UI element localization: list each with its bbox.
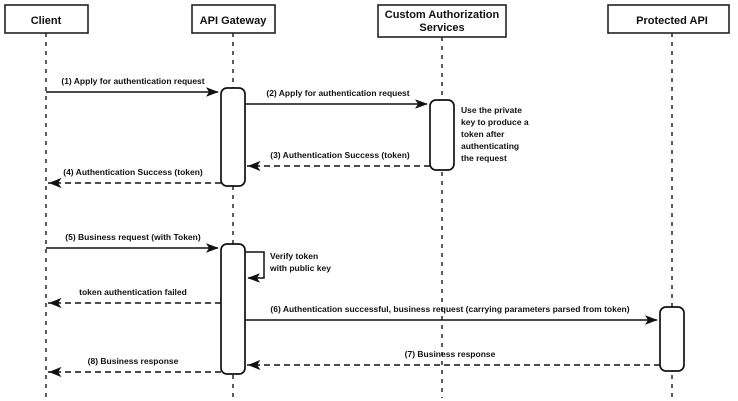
lifelines-group xyxy=(45,33,673,398)
actor-custom-authorization-services[interactable]: Custom Authorization Services xyxy=(377,4,507,38)
message-1-label: (1) Apply for authentication request xyxy=(61,76,204,86)
message-2-apply-for-authentication-request[interactable]: (2) Apply for authentication request xyxy=(245,88,428,109)
message-token-authentication-failed-label: token authentication failed xyxy=(79,287,187,297)
activation-custom-authorization-services[interactable] xyxy=(429,99,455,171)
actor-label-custom-authorization-services-line2: Services xyxy=(419,22,464,34)
message-token-authentication-failed[interactable]: token authentication failed xyxy=(48,287,221,309)
actor-protected-api[interactable]: Protected API xyxy=(607,4,730,34)
note-private-key-line4: authenticating xyxy=(461,141,519,151)
self-message-verify-token-line1: Verify token xyxy=(270,251,318,261)
message-8-label: (8) Business response xyxy=(88,356,179,366)
actor-box-client[interactable] xyxy=(4,4,89,34)
message-7-label: (7) Business response xyxy=(405,349,496,359)
actor-client[interactable]: Client xyxy=(4,4,89,34)
note-private-key-line3: token after xyxy=(461,129,505,139)
message-2-label: (2) Apply for authentication request xyxy=(266,88,409,98)
self-message-verify-token-loop xyxy=(245,251,265,283)
message-7-business-response[interactable]: (7) Business response xyxy=(247,349,660,371)
message-6-label: (6) Authentication successful, business … xyxy=(270,304,629,314)
note-private-key-line2: key to produce a xyxy=(461,117,529,127)
message-4-label: (4) Authentication Success (token) xyxy=(63,167,203,177)
message-1-apply-for-authentication-request[interactable]: (1) Apply for authentication request xyxy=(46,76,219,97)
activation-api-gateway-business[interactable] xyxy=(220,243,246,375)
actor-box-api-gateway[interactable] xyxy=(191,4,276,34)
message-3-label: (3) Authentication Success (token) xyxy=(270,150,410,160)
message-6-authentication-successful-business-request[interactable]: (6) Authentication successful, business … xyxy=(245,304,658,325)
message-4-authentication-success-token[interactable]: (4) Authentication Success (token) xyxy=(48,167,221,189)
message-3-authentication-success-token[interactable]: (3) Authentication Success (token) xyxy=(247,150,430,172)
activation-bars-group xyxy=(220,87,685,375)
actor-label-protected-api: Protected API xyxy=(636,15,708,27)
message-8-business-response[interactable]: (8) Business response xyxy=(48,356,221,378)
activation-protected-api[interactable] xyxy=(659,306,685,372)
actor-api-gateway[interactable]: API Gateway xyxy=(191,4,276,34)
actor-box-custom-authorization-services[interactable] xyxy=(377,4,507,38)
self-message-verify-token-line2: with public key xyxy=(269,263,331,273)
activation-api-gateway-auth[interactable] xyxy=(220,87,246,187)
note-private-key-line5: the request xyxy=(461,153,507,163)
actor-label-api-gateway: API Gateway xyxy=(200,15,268,27)
message-5-label: (5) Business request (with Token) xyxy=(65,232,201,242)
actor-box-protected-api[interactable] xyxy=(607,4,730,34)
message-5-business-request-with-token[interactable]: (5) Business request (with Token) xyxy=(46,232,219,253)
note-private-key-line1: Use the private xyxy=(461,105,522,115)
actor-label-custom-authorization-services-line1: Custom Authorization xyxy=(385,9,500,21)
actor-label-client: Client xyxy=(31,15,62,27)
note-private-key: Use the private key to produce a token a… xyxy=(461,105,529,163)
self-message-verify-token[interactable]: Verify token with public key xyxy=(245,251,331,283)
